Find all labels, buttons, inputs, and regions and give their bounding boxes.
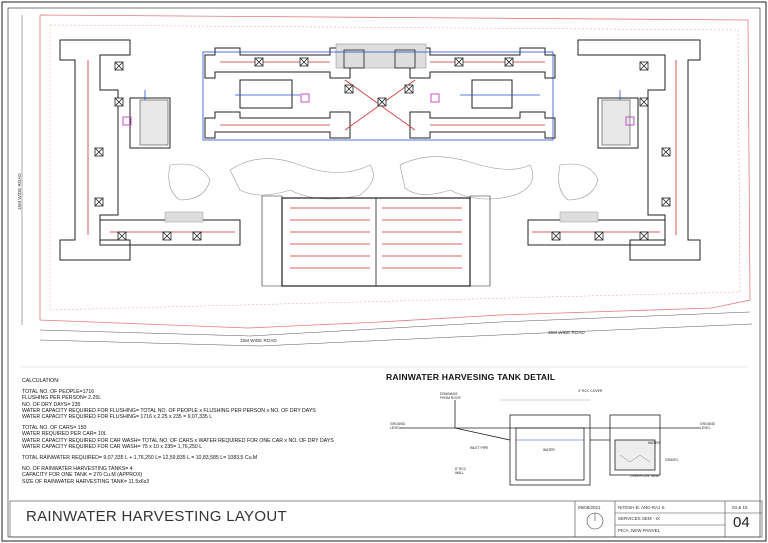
road-label-bottom-right: 15M WIDE ROAD <box>548 330 585 335</box>
title-block-name: NITESH B. AND RAJ S. <box>618 505 666 510</box>
label-water: WATER <box>543 448 555 452</box>
calculation-notes: CALCULATION: TOTAL NO. OF PEOPLE=1716 FL… <box>22 378 362 485</box>
label-inlet-pipe: INLET PIPE <box>470 446 489 450</box>
calc-line: WATER CAPACITY REQUIRED FOR CAR WASH= 75… <box>22 443 203 450</box>
harvesting-tanks <box>122 93 635 126</box>
title-block <box>9 500 763 538</box>
label-overflow-tank: OVERFLOW TANK <box>630 474 660 478</box>
drain-lines <box>144 51 621 141</box>
site-boundary <box>39 14 751 329</box>
inspection-chambers <box>94 57 671 241</box>
calc-line: WATER CAPACITY REQUIRED FOR FLUSHING= TO… <box>22 407 316 414</box>
building-top-right <box>409 47 556 139</box>
title-block-date: 09/08/2021 <box>578 505 601 510</box>
calc-total: TOTAL RAINWATER REQUIRED= 9,07,335 L + 1… <box>22 455 258 462</box>
label-water-right: WATER <box>648 441 660 445</box>
label-ground-level-left: GROUND LEVEL <box>390 422 406 430</box>
building-top-left <box>204 47 351 139</box>
calc-line: NO. OF DRY DAYS= 235 <box>22 401 81 408</box>
drawing-title: RAINWATER HARVESTING LAYOUT <box>26 508 287 525</box>
calc-line: SIZE OF RAINWATER HARVESTING TANK= 11.5x… <box>22 478 150 485</box>
calc-line: NO. OF RAINWATER HARVESTING TANKS= 4 <box>22 466 133 473</box>
parking-block <box>261 195 491 287</box>
building-left <box>59 39 241 261</box>
calc-line: WATER CAPACITY REQUIRED FOR FLUSHING= 17… <box>22 414 213 421</box>
label-drainage: DRAINAGE FROM ROOF <box>440 392 461 400</box>
building-right <box>527 39 701 261</box>
title-block-place: PICA, NEW PANVEL <box>618 528 661 533</box>
calc-line: CAPACITY FOR ONE TANK = 270 Cu.M (APPROX… <box>22 472 143 479</box>
tank-detail-title: RAINWATER HARVESING TANK DETAIL <box>386 372 556 382</box>
calc-line: TOTAL NO. OF PEOPLE=1716 <box>22 389 95 396</box>
label-gravel: GRAVEL <box>665 458 679 462</box>
calc-line: WATER CAPACITY REQUIRED FOR CAR WASH= TO… <box>22 437 334 444</box>
title-block-sem: SERVICES SEM - IX <box>618 516 660 521</box>
calc-line: FLUSHING PER PERSON= 2.25L <box>22 395 102 402</box>
label-rcc-cover: 4" RCC COVER <box>578 389 603 393</box>
calculation-heading: CALCULATION: <box>22 378 60 384</box>
road-label-bottom-left: 15M WIDE ROAD <box>240 338 277 343</box>
road-label-left: 15M WIDE ROAD <box>17 173 22 210</box>
tank-detail-section <box>400 399 700 486</box>
landscape <box>168 156 599 201</box>
calc-line: TOTAL NO. OF CARS= 150 <box>22 425 87 432</box>
title-block-sheet-ref: 03 & 15 <box>732 505 748 510</box>
label-ground-level-right: GROUND LEVEL <box>700 422 716 430</box>
calc-line: WATER REQUIRED PER CAR= 10L <box>22 431 107 438</box>
label-rcc-wall: 8" RCC WALL <box>455 467 467 475</box>
sheet-number: 04 <box>733 514 750 531</box>
